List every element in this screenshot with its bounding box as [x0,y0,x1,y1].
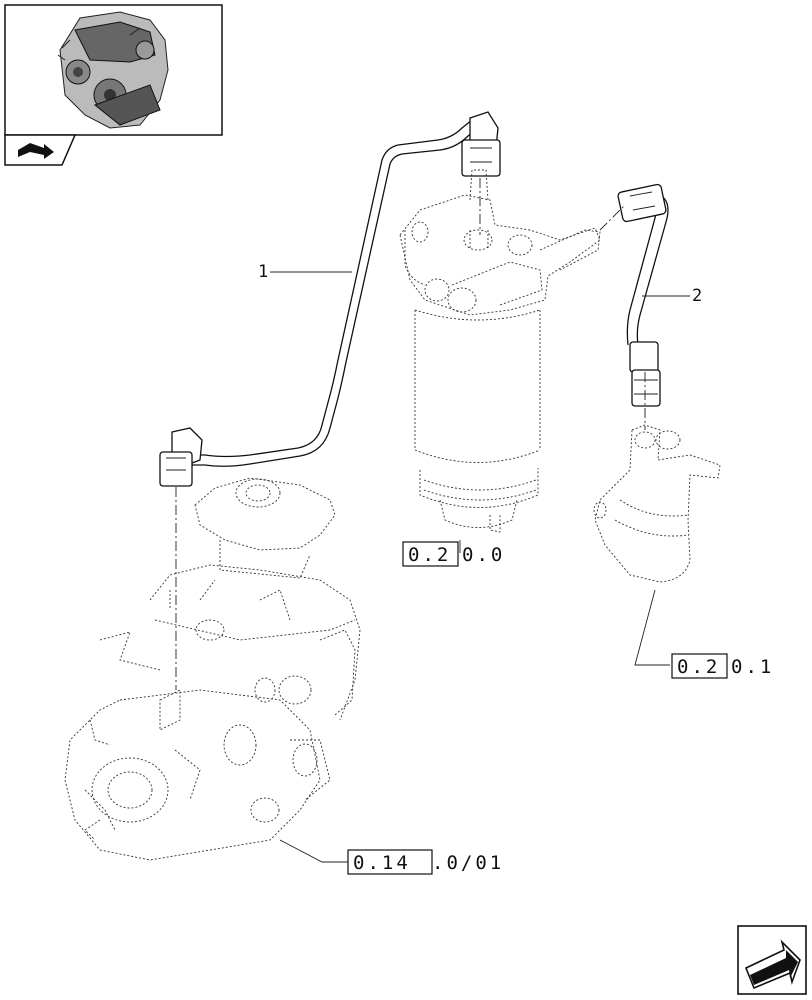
injection-pump [64,477,361,861]
next-page-arrow-icon [744,939,801,990]
injection-pump-reference-boxed: 0.14 [353,852,411,874]
fuel-pipe-2 [617,183,669,407]
engine-thumbnail[interactable] [4,4,223,166]
filter-reference-rest: 0.0 [462,544,505,566]
fuel-filter [399,169,601,533]
injection-pump-reference[interactable]: 0.14 .0/01 [347,849,504,875]
filter-reference[interactable]: 0.2 0.0 [402,541,505,567]
callout-1: 1 [258,262,268,282]
book-arrow-icon [18,143,54,159]
pump-reference-boxed: 0.2 [677,656,720,678]
fuel-pipe-1 [159,111,501,487]
engine-thumbnail-icon [57,11,169,129]
injection-pump-reference-rest: .0/01 [432,852,504,874]
filter-reference-boxed: 0.2 [408,544,451,566]
callout-2: 2 [692,286,702,306]
next-page-button[interactable] [737,925,807,995]
leader-lines [270,271,690,863]
alignment-lines [175,178,646,690]
pump-reference-rest: 0.1 [731,656,774,678]
pump-reference[interactable]: 0.2 0.1 [671,653,774,679]
lift-pump [593,424,721,583]
